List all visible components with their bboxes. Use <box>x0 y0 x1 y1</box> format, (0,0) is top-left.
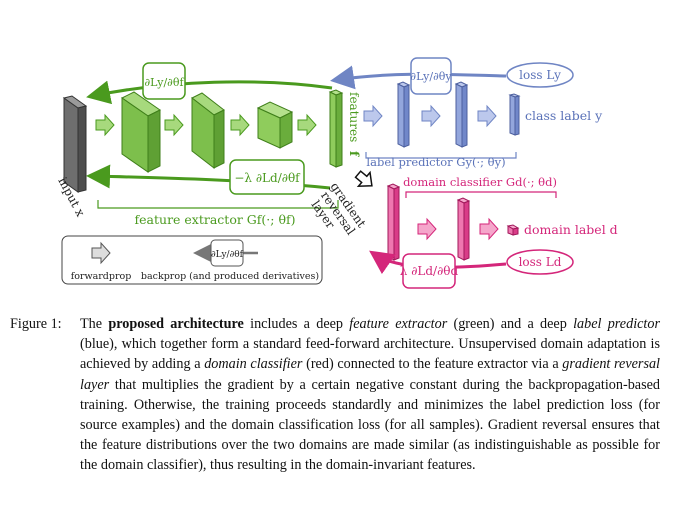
forward-arrows-blue <box>363 104 497 128</box>
domain-classifier-label: domain classifier Gd(·; θd) <box>403 175 557 189</box>
feature-extractor-bracket <box>97 200 339 209</box>
label-predictor-label: label predictor Gy(·; θy) <box>366 155 505 169</box>
forward-arrows-green <box>95 113 317 137</box>
caption-term-label-predictor: label predictor <box>573 316 660 332</box>
loss-y-node: loss Ly <box>506 62 574 88</box>
loss-d-text: loss Ld <box>519 255 562 269</box>
forwardprop-arrow-icon <box>91 241 111 265</box>
gradient-reversal-label: gradient reversal layer <box>309 180 369 238</box>
grad-domain-text: λ ∂Ld/∂θd <box>400 264 459 278</box>
caption-body: The proposed architecture includes a dee… <box>80 316 661 474</box>
grad-label-box: ∂Ly/∂θy <box>410 57 452 95</box>
domain-classifier-layers <box>386 183 520 261</box>
grad-label-text: ∂Ly/∂θy <box>410 70 452 83</box>
forward-arrows-pink <box>417 217 499 241</box>
loss-y-text: loss Ly <box>519 68 561 82</box>
figure-caption: Figure 1: The proposed architecture incl… <box>10 314 660 476</box>
features-label: features <box>347 92 361 142</box>
grad-feature-box: ∂Ly/∂θf <box>142 62 186 100</box>
caption-term-domain-classifier: domain classifier <box>204 356 303 373</box>
legend-box: forwardprop ∂Ly/∂θf backprop (and produc… <box>61 235 323 285</box>
legend-forwardprop: forwardprop <box>71 271 132 282</box>
label-predictor-bracket <box>365 152 517 159</box>
backprop-arrow-feature <box>86 80 333 105</box>
feature-extractor-label: feature extractor Gf(·; θf) <box>135 212 296 227</box>
legend-backprop-grad: ∂Ly/∂θf <box>211 250 244 260</box>
domain-label: domain label d <box>524 222 618 237</box>
grad-domain-box: λ ∂Ld/∂θd <box>400 253 459 289</box>
caption-term-gradient-reversal: gradient reversal layer <box>80 356 661 393</box>
grad-feature-text: ∂Ly/∂θf <box>144 76 184 89</box>
caption-label: Figure 1: <box>10 316 62 332</box>
caption-term-architecture: proposed architecture <box>108 316 244 332</box>
domain-classifier-bracket <box>405 191 557 198</box>
gradient-reversal-arrow <box>354 170 373 188</box>
class-label: class label y <box>525 108 603 123</box>
legend-backprop: backprop (and produced derivatives) <box>141 271 319 282</box>
grad-reversed-box: −λ ∂Ld/∂θf <box>229 159 305 195</box>
caption-term-feature-extractor: feature extractor <box>349 316 448 332</box>
architecture-figure: input x features f ∂Ly/∂θf −λ ∂Ld/∂θ <box>55 57 618 289</box>
features-symbol: f <box>347 151 361 157</box>
grad-reversed-text: −λ ∂Ld/∂θf <box>234 171 301 185</box>
input-layer <box>62 95 88 193</box>
label-predictor-layers <box>396 81 521 148</box>
loss-d-node: loss Ld <box>506 249 574 275</box>
feature-extractor-layers <box>121 89 344 173</box>
